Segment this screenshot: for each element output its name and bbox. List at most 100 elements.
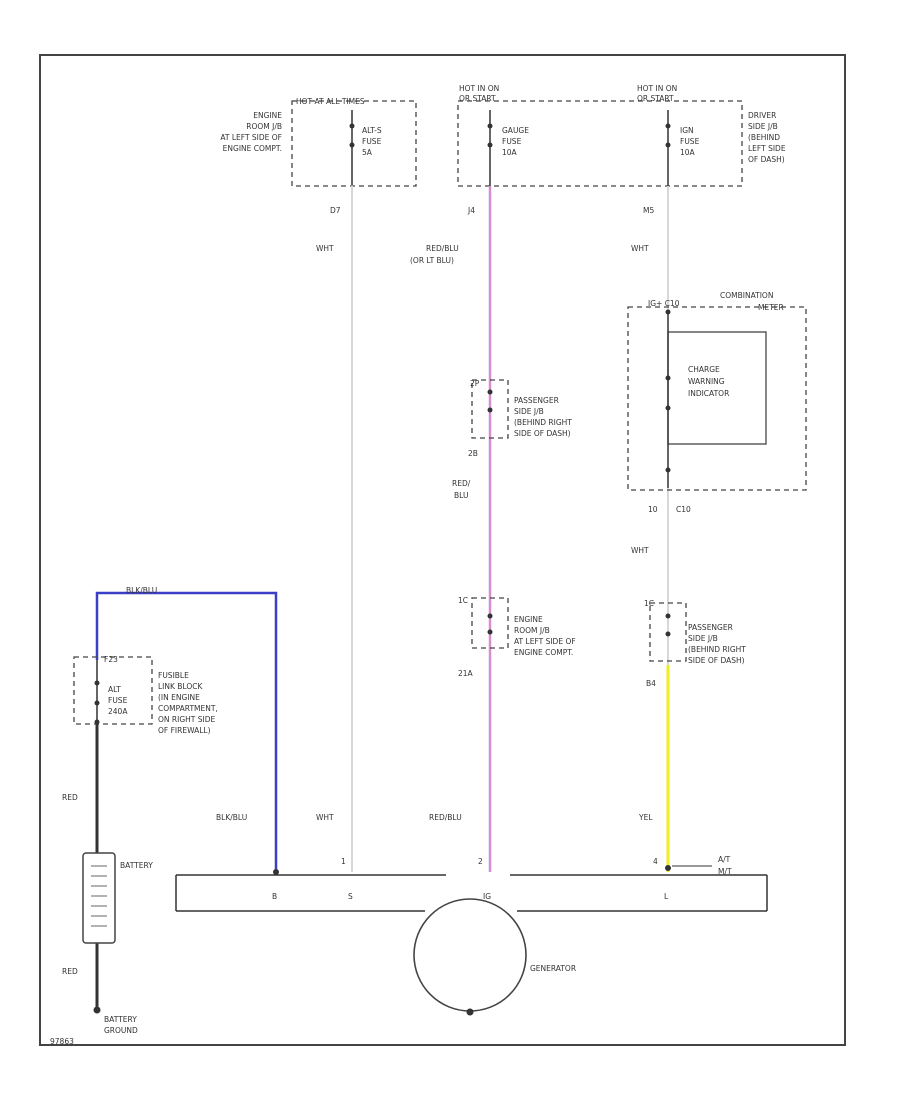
alt-s-fuse-box bbox=[291, 100, 417, 187]
pjb2-dot-bottom bbox=[665, 631, 671, 637]
erjb-dot-top bbox=[487, 613, 493, 619]
generator-ground bbox=[466, 1008, 474, 1016]
fusible-link-box bbox=[73, 656, 153, 725]
wire-label-red-blu-2: RED/BLU bbox=[429, 813, 462, 822]
fl-location-3: (IN ENGINE bbox=[158, 693, 200, 702]
fusible-link-pin: F23 bbox=[104, 655, 118, 664]
terminal-s: S bbox=[348, 892, 353, 901]
pjb1-location-1: PASSENGER bbox=[514, 396, 559, 405]
wire-label-red-blu-1b: (OR LT BLU) bbox=[410, 256, 454, 265]
passenger-jb-lower: 1C B4 PASSENGER SIDE J/B (BEHIND RIGHT S… bbox=[644, 599, 746, 688]
alt-s-location-2: ROOM J/B bbox=[246, 122, 282, 131]
meter-pin-bottom-left: 10 bbox=[648, 505, 658, 514]
alt-s-fuse-block: HOT AT ALL TIMES ENGINE ROOM J/B AT LEFT… bbox=[220, 97, 417, 215]
alt-s-pin: D7 bbox=[330, 206, 341, 215]
generator: GENERATOR B S IG L 1 2 4 A/T M/T bbox=[175, 855, 768, 1016]
meter-dot-3 bbox=[665, 405, 671, 411]
wires bbox=[95, 186, 670, 1010]
battery-ground-1: BATTERY bbox=[104, 1015, 137, 1024]
gauge-fuse-dot-bottom bbox=[487, 142, 493, 148]
passenger-jb-upper-box bbox=[471, 379, 509, 439]
gauge-header-2: OR START bbox=[459, 94, 496, 103]
alt-s-name-2: FUSE bbox=[362, 137, 382, 146]
wire-label-red-1: RED bbox=[62, 793, 78, 802]
erjb-pin-bottom: 21A bbox=[458, 669, 474, 678]
charge-indicator-box bbox=[667, 331, 767, 445]
pjb1-location-2: SIDE J/B bbox=[514, 407, 544, 416]
alt-s-header: HOT AT ALL TIMES bbox=[296, 97, 365, 106]
passenger-jb-lower-box bbox=[649, 602, 687, 662]
alt-s-location-3: AT LEFT SIDE OF bbox=[220, 133, 282, 142]
pjb1-location-3: (BEHIND RIGHT bbox=[514, 418, 572, 427]
pin-1: 1 bbox=[341, 857, 346, 866]
pjb1-dot-bottom bbox=[487, 407, 493, 413]
erjb-location-1: ENGINE bbox=[514, 615, 543, 624]
ign-name-2: FUSE bbox=[680, 137, 700, 146]
at-label: A/T bbox=[718, 855, 731, 864]
fl-name-2: FUSE bbox=[108, 696, 128, 705]
fl-dot-bottom bbox=[94, 700, 100, 706]
meter-label-1: COMBINATION bbox=[720, 291, 773, 300]
wire-label-yel: YEL bbox=[638, 813, 653, 822]
terminal-b-dot bbox=[273, 869, 279, 875]
fl-dot-out bbox=[94, 719, 100, 725]
erjb-location-4: ENGINE COMPT. bbox=[514, 648, 573, 657]
ign-location-3: (BEHIND bbox=[748, 133, 780, 142]
alt-s-name-3: 5A bbox=[362, 148, 373, 157]
meter-dot-4 bbox=[665, 467, 671, 473]
combination-meter: COMBINATION METER IG+ C10 CHARGE WARNING… bbox=[627, 291, 807, 514]
engine-room-jb: 1C 21A ENGINE ROOM J/B AT LEFT SIDE OF E… bbox=[458, 596, 576, 678]
wire-label-red-2: RED bbox=[62, 967, 78, 976]
pjb1-pin-top: 2P bbox=[470, 379, 480, 388]
ign-location-5: OF DASH) bbox=[748, 155, 785, 164]
alt-s-name-1: ALT-S bbox=[362, 126, 382, 135]
meter-pin-bottom-right: C10 bbox=[676, 505, 691, 514]
meter-pin-top: IG+ C10 bbox=[648, 299, 680, 308]
battery: BATTERY BATTERY GROUND bbox=[82, 852, 153, 1035]
indicator-label-2: WARNING bbox=[688, 377, 725, 386]
alt-s-fuse-dot-top bbox=[349, 123, 355, 129]
passenger-jb-upper: 2P 2B PASSENGER SIDE J/B (BEHIND RIGHT S… bbox=[468, 379, 572, 458]
fl-location-5: ON RIGHT SIDE bbox=[158, 715, 215, 724]
pin-2: 2 bbox=[478, 857, 483, 866]
engine-room-jb-box bbox=[471, 597, 509, 649]
gauge-ign-fuse-box bbox=[457, 100, 743, 187]
indicator-label-1: CHARGE bbox=[688, 365, 720, 374]
pjb2-location-2: SIDE J/B bbox=[688, 634, 718, 643]
alt-s-location-4: ENGINE COMPT. bbox=[223, 144, 282, 153]
fl-name-3: 240A bbox=[108, 707, 128, 716]
gauge-name-2: FUSE bbox=[502, 137, 522, 146]
pjb2-pin-top: 1C bbox=[644, 599, 654, 608]
wire-label-wht-1: WHT bbox=[316, 244, 334, 253]
pjb2-location-3: (BEHIND RIGHT bbox=[688, 645, 746, 654]
ign-name-3: 10A bbox=[680, 148, 696, 157]
ign-fuse-dot-bottom bbox=[665, 142, 671, 148]
fusible-link-block: F23 ALT FUSE 240A FUSIBLE LINK BLOCK (IN… bbox=[73, 655, 218, 735]
wire-blk-blu bbox=[95, 591, 278, 872]
meter-dot-2 bbox=[665, 375, 671, 381]
pjb2-location-1: PASSENGER bbox=[688, 623, 733, 632]
fl-location-2: LINK BLOCK bbox=[158, 682, 203, 691]
diagram-frame bbox=[39, 54, 846, 1046]
erjb-dot-bottom bbox=[487, 629, 493, 635]
pjb1-location-4: SIDE OF DASH) bbox=[514, 429, 571, 438]
generator-label: GENERATOR bbox=[530, 964, 576, 973]
wire-label-wht-3: WHT bbox=[631, 244, 649, 253]
ign-header-1: HOT IN ON bbox=[637, 84, 677, 93]
meter-label-2: METER bbox=[758, 303, 784, 312]
gauge-header-1: HOT IN ON bbox=[459, 84, 499, 93]
ign-location-1: DRIVER bbox=[748, 111, 776, 120]
fl-dot-top bbox=[94, 680, 100, 686]
ign-fuse-dot-top bbox=[665, 123, 671, 129]
indicator-label-3: INDICATOR bbox=[688, 389, 729, 398]
pin-4: 4 bbox=[653, 857, 658, 866]
erjb-pin-top: 1C bbox=[458, 596, 468, 605]
alt-s-location-1: ENGINE bbox=[253, 111, 282, 120]
gauge-name-1: GAUGE bbox=[502, 126, 529, 135]
fl-name-1: ALT bbox=[108, 685, 121, 694]
mt-label: M/T bbox=[718, 867, 732, 876]
gauge-pin: J4 bbox=[467, 206, 475, 215]
ign-pin: M5 bbox=[643, 206, 654, 215]
wire-label-red-blu-3b: BLU bbox=[454, 491, 468, 500]
